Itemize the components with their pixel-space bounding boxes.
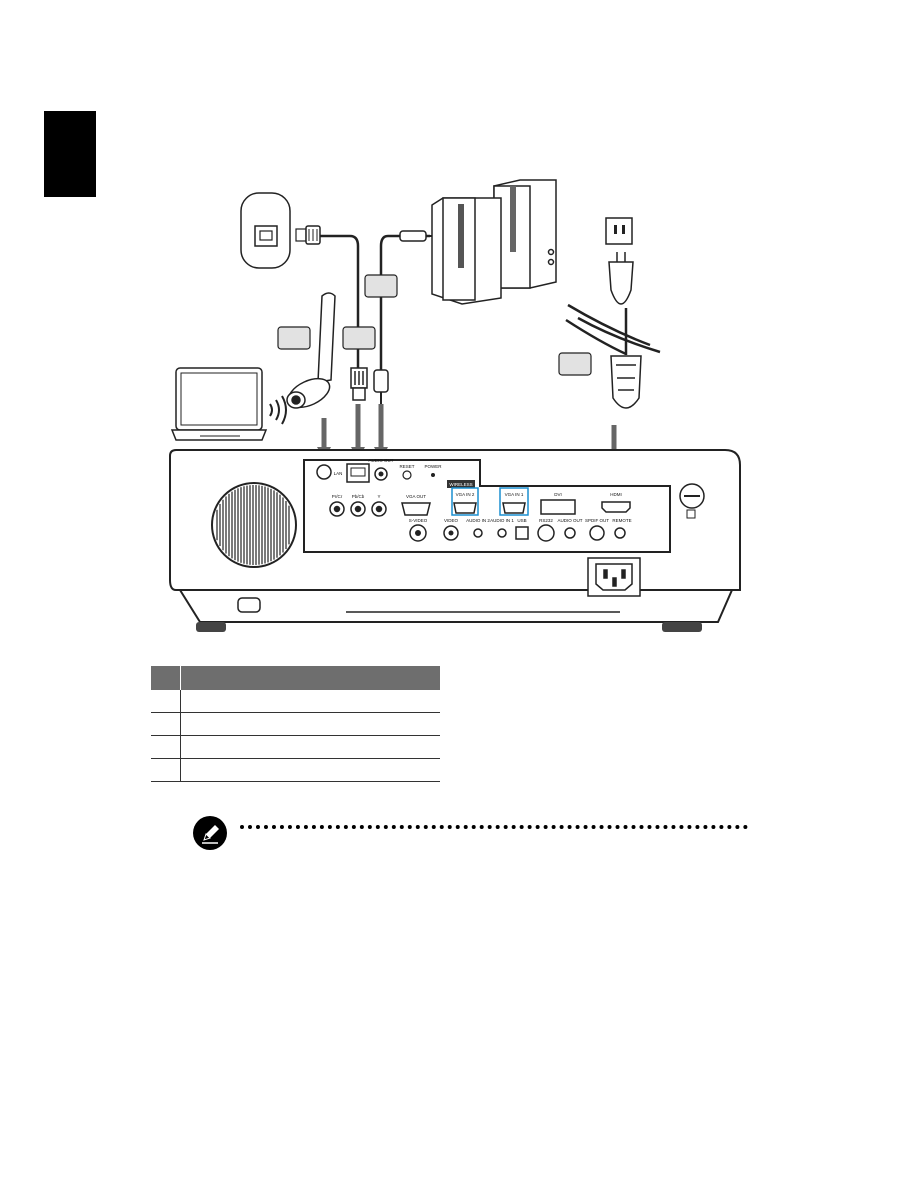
wall-lan-jack-icon bbox=[240, 192, 291, 269]
laptop-icon bbox=[170, 367, 268, 441]
table-row bbox=[151, 758, 440, 782]
vga-in-2-port-icon bbox=[453, 502, 477, 514]
table-row bbox=[151, 735, 440, 759]
iec-connector-icon bbox=[610, 355, 642, 409]
chapter-tab bbox=[44, 111, 96, 197]
dvi-port-icon bbox=[540, 499, 576, 515]
table-cell bbox=[180, 690, 440, 713]
wireless-badge bbox=[447, 480, 475, 488]
power-inlet-icon bbox=[587, 557, 641, 597]
svg-text:AUDIO IN 2: AUDIO IN 2 bbox=[466, 518, 490, 523]
svg-text:AUDIO OUT: AUDIO OUT bbox=[557, 518, 582, 523]
svg-text:USB: USB bbox=[517, 518, 526, 523]
wireless-signal-icon bbox=[269, 395, 287, 425]
audio-plug-icon bbox=[399, 230, 436, 242]
svg-text:VIDEO: VIDEO bbox=[444, 518, 459, 523]
power-led-icon bbox=[431, 473, 435, 477]
svg-text:AUDIO OUT: AUDIO OUT bbox=[368, 458, 393, 463]
cables bbox=[318, 234, 628, 370]
svg-text:RESET: RESET bbox=[399, 464, 414, 469]
lan-plug-icon bbox=[295, 225, 321, 245]
power-outlet-icon bbox=[605, 217, 633, 245]
vga-in-2-highlight bbox=[451, 487, 479, 516]
projector-foot bbox=[196, 622, 226, 632]
wireless-port-icon bbox=[316, 464, 332, 480]
audio-in-2-port-icon bbox=[473, 528, 483, 538]
table-cell bbox=[151, 735, 181, 759]
svg-text:WIRELESS: WIRELESS bbox=[449, 482, 472, 487]
svg-text:Y: Y bbox=[377, 494, 380, 499]
pencil-note-icon bbox=[193, 816, 227, 850]
rs232-port-icon bbox=[537, 524, 555, 542]
table-cell bbox=[151, 712, 181, 736]
vga-in-1-highlight bbox=[499, 487, 529, 516]
rj45-plug-icon bbox=[350, 367, 368, 401]
svg-text:RS232: RS232 bbox=[539, 518, 553, 523]
table-header-cell bbox=[151, 666, 181, 690]
usb-port-icon bbox=[515, 526, 529, 540]
lock-knob-icon bbox=[679, 483, 705, 519]
table-cell bbox=[180, 758, 440, 782]
table-header-row bbox=[151, 666, 440, 690]
svg-text:REMOTE: REMOTE bbox=[612, 518, 631, 523]
callout-box bbox=[277, 326, 311, 350]
remote-port-icon bbox=[614, 527, 626, 539]
svg-text:LAN: LAN bbox=[334, 471, 343, 476]
lan-port-icon bbox=[346, 463, 370, 483]
callout-boxes bbox=[277, 274, 592, 376]
connector-panel: LAN AUDIO OUT RESET POWER WIRELESS Pr/Cr… bbox=[303, 458, 671, 553]
projector-foot bbox=[662, 622, 702, 632]
vga-out-port-icon bbox=[401, 502, 431, 516]
svg-text:DVI: DVI bbox=[554, 492, 562, 497]
table-cell bbox=[151, 690, 181, 713]
svg-text:VGA IN 1: VGA IN 1 bbox=[505, 492, 524, 497]
callout-box bbox=[558, 352, 592, 376]
kensington-lock-icon bbox=[237, 597, 261, 613]
table-cell bbox=[151, 758, 181, 782]
svg-text:S-VIDEO: S-VIDEO bbox=[409, 518, 428, 523]
svg-text:Pr/Cr: Pr/Cr bbox=[332, 494, 343, 499]
svg-text:HDMI: HDMI bbox=[610, 492, 622, 497]
antenna-icon bbox=[286, 292, 336, 409]
callout-table bbox=[151, 666, 440, 782]
audio-in-1-port-icon bbox=[497, 528, 507, 538]
note-divider bbox=[240, 825, 748, 829]
table-cell bbox=[180, 712, 440, 736]
power-plug-icon bbox=[608, 252, 634, 305]
callout-box bbox=[364, 274, 398, 298]
svg-text:POWER: POWER bbox=[424, 464, 442, 469]
svg-text:VGA IN 2: VGA IN 2 bbox=[456, 492, 475, 497]
svg-text:AUDIO IN 1: AUDIO IN 1 bbox=[490, 518, 514, 523]
table-row bbox=[151, 712, 440, 736]
audio-out-2-port-icon bbox=[564, 527, 576, 539]
speaker-grille-icon bbox=[211, 482, 297, 568]
hdmi-port-icon bbox=[601, 501, 631, 513]
svg-text:SPDIF OUT: SPDIF OUT bbox=[585, 518, 609, 523]
reset-button-icon bbox=[402, 470, 412, 480]
table-row bbox=[151, 690, 440, 713]
speakers-icon bbox=[431, 179, 557, 305]
component-ports bbox=[329, 501, 387, 517]
spdif-out-port-icon bbox=[589, 525, 605, 541]
callout-box bbox=[342, 326, 376, 350]
vga-in-1-port-icon bbox=[502, 502, 526, 514]
connection-diagram: LAN AUDIO OUT RESET POWER WIRELESS Pr/Cr… bbox=[169, 179, 741, 632]
svg-text:Pb/Cb: Pb/Cb bbox=[352, 494, 365, 499]
power-cord bbox=[565, 303, 661, 356]
table-header-cell bbox=[180, 666, 440, 690]
table-cell bbox=[180, 735, 440, 759]
audio-jack-plug-icon bbox=[373, 369, 389, 404]
svg-text:VGA OUT: VGA OUT bbox=[406, 494, 426, 499]
